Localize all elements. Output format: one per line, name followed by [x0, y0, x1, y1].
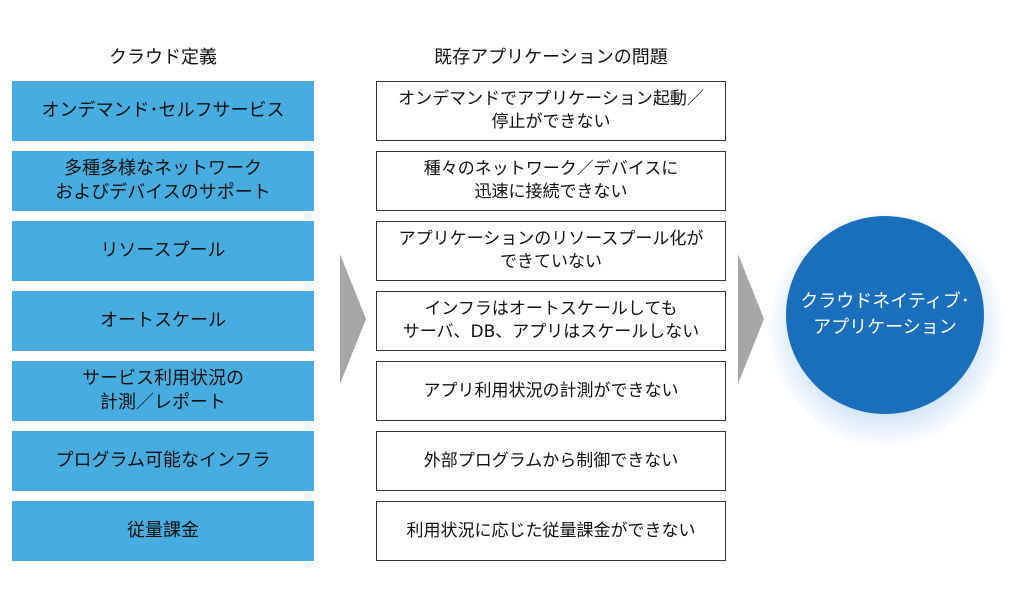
- definition-label: オンデマンド･セルフサービス: [41, 100, 285, 121]
- problem-label: アプリケーションのリソースプール化が できていない: [398, 229, 704, 272]
- problem-box-network-connect: 種々のネットワーク／デバイスに 迅速に接続できない: [376, 151, 726, 211]
- problem-label: 利用状況に応じた従量課金ができない: [406, 520, 696, 541]
- problem-box-billing: 利用状況に応じた従量課金ができない: [376, 501, 726, 561]
- right-arrow-icon: [340, 254, 366, 384]
- definition-label: オートスケール: [100, 310, 226, 331]
- definition-box-resource-pool: リソースプール: [12, 221, 314, 281]
- problem-label: 外部プログラムから制御できない: [423, 450, 679, 471]
- problem-box-start-stop: オンデマンドでアプリケーション起動／ 停止ができない: [376, 81, 726, 141]
- definition-box-autoscale: オートスケール: [12, 291, 314, 351]
- definition-box-programmable-infra: プログラム可能なインフラ: [12, 431, 314, 491]
- problem-label: インフラはオートスケールしても サーバ、DB、アプリはスケールしない: [402, 299, 700, 342]
- definitions-heading: クラウド定義: [109, 47, 217, 68]
- definition-label: 従量課金: [127, 520, 199, 541]
- problem-box-metering: アプリ利用状況の計測ができない: [376, 361, 726, 421]
- target-label: クラウドネイティブ･ アプリケーション: [800, 291, 970, 338]
- problem-label: 種々のネットワーク／デバイスに 迅速に接続できない: [423, 159, 679, 202]
- definition-box-network-support: 多種多様なネットワーク およびデバイスのサポート: [12, 151, 314, 211]
- definition-label: 多種多様なネットワーク およびデバイスのサポート: [55, 158, 271, 203]
- definition-box-pay-per-use: 従量課金: [12, 501, 314, 561]
- definition-label: プログラム可能なインフラ: [55, 450, 271, 471]
- definition-label: サービス利用状況の 計測／レポート: [82, 368, 244, 413]
- definition-label: リソースプール: [100, 240, 226, 261]
- cloud-native-app-circle: クラウドネイティブ･ アプリケーション: [786, 216, 984, 414]
- problems-heading: 既存アプリケーションの問題: [434, 47, 668, 68]
- problem-box-resource-pool: アプリケーションのリソースプール化が できていない: [376, 221, 726, 281]
- right-arrow-icon: [738, 254, 764, 384]
- definition-box-self-service: オンデマンド･セルフサービス: [12, 81, 314, 141]
- problem-label: オンデマンドでアプリケーション起動／ 停止ができない: [398, 89, 704, 132]
- definition-box-metering: サービス利用状況の 計測／レポート: [12, 361, 314, 421]
- problem-label: アプリ利用状況の計測ができない: [423, 380, 679, 401]
- problem-box-scaling: インフラはオートスケールしても サーバ、DB、アプリはスケールしない: [376, 291, 726, 351]
- problem-box-external-control: 外部プログラムから制御できない: [376, 431, 726, 491]
